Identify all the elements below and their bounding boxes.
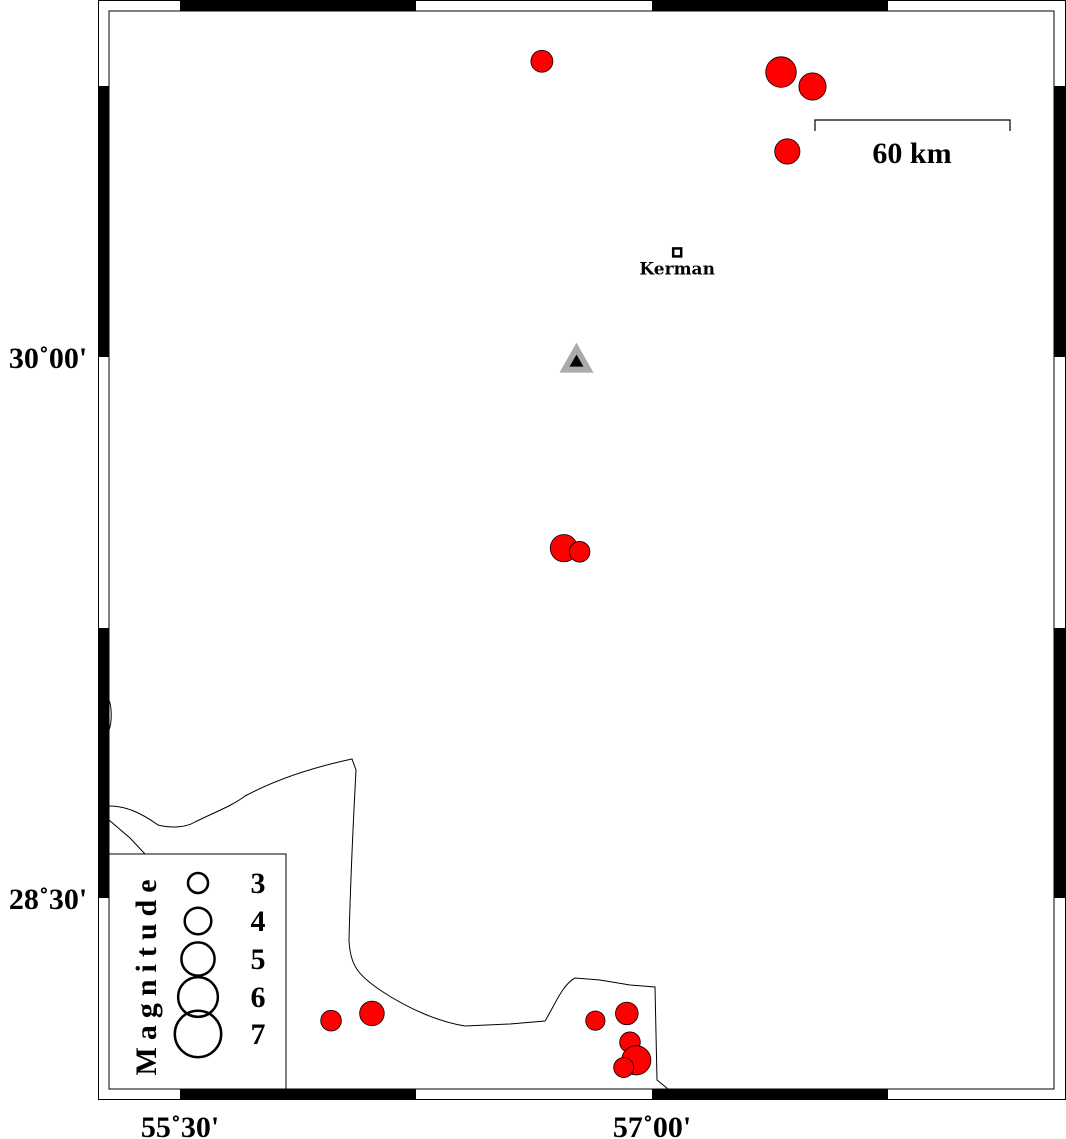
frame-bar-bottom [180, 1089, 416, 1100]
frame-bar-top [652, 0, 888, 11]
earthquake-event [613, 1057, 635, 1078]
legend-circle [173, 1009, 223, 1059]
earthquake-event [530, 49, 554, 73]
frame-bar-top [180, 0, 416, 11]
legend-circle [183, 906, 213, 936]
legend-circle [176, 975, 220, 1019]
legend-circle [186, 871, 210, 895]
earthquake-event [765, 56, 797, 88]
city-kerman: Kerman [639, 247, 715, 279]
frame-bar-left [98, 86, 109, 357]
earthquake-event [585, 1010, 606, 1031]
frame-bar-right [1054, 86, 1066, 357]
x-tick-label: 55˚30' [141, 1111, 219, 1139]
scale-bar: 60 km [814, 119, 1011, 170]
scale-bar-label: 60 km [872, 137, 951, 170]
y-tick-label: 28˚30' [9, 883, 87, 916]
earthquake-event [359, 1000, 385, 1027]
earthquake-event [798, 72, 827, 101]
legend-title: Magnitude [130, 872, 163, 1075]
y-tick-label: 30˚00' [9, 342, 87, 375]
x-tick-label: 57˚00' [613, 1111, 691, 1139]
legend-label: 4 [251, 905, 266, 938]
frame-inner [108, 10, 1055, 1090]
coastline-segment [108, 819, 146, 855]
station-triangle-icon [569, 354, 584, 367]
earthquake-events [320, 49, 827, 1078]
earthquake-event [568, 541, 591, 563]
legend-label: 7 [251, 1018, 266, 1051]
legend-label: 5 [251, 943, 266, 976]
earthquake-event [615, 1001, 639, 1026]
map-frame [98, 0, 1066, 1100]
legend-circle [180, 941, 216, 977]
legend: Magnitude 3 4 5 6 7 [108, 853, 287, 1090]
coastline [108, 758, 669, 1090]
scale-bar-line [814, 119, 1011, 131]
earthquake-event [774, 138, 801, 165]
earthquake-event [320, 1009, 342, 1032]
legend-label: 6 [251, 981, 266, 1014]
frame-bar-left [98, 628, 109, 898]
frame-bar-right [1054, 628, 1066, 898]
city-square-icon [671, 247, 683, 258]
station-marker [559, 342, 594, 373]
legend-box [108, 853, 287, 1090]
city-label: Kerman [639, 259, 715, 279]
legend-label: 3 [251, 867, 266, 900]
frame-bar-bottom [652, 1089, 888, 1100]
coastline-segment [108, 699, 112, 731]
